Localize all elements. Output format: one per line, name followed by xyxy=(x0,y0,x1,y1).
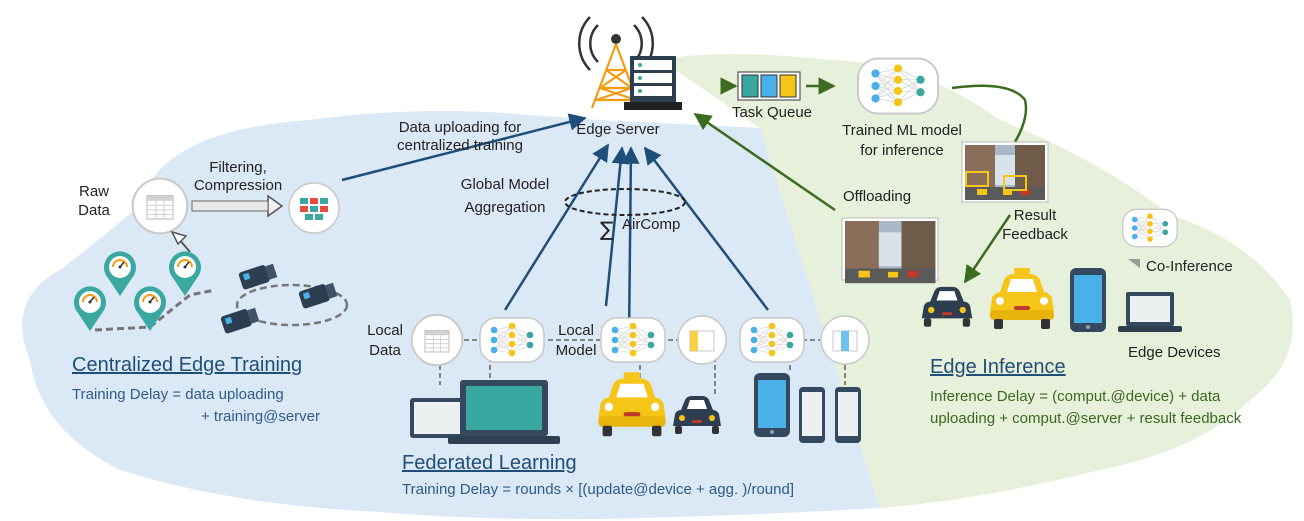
model-to-feedback-line xyxy=(951,84,1028,151)
local-data-label-1: Local xyxy=(367,322,403,339)
sum-symbol: ∑ xyxy=(600,217,614,241)
phone-icon xyxy=(754,373,790,437)
local-model-label-2: Model xyxy=(555,342,597,359)
street-scene-offload-icon xyxy=(845,221,936,284)
trained-model-label-1: Trained ML model xyxy=(842,122,962,139)
edge-server-label: Edge Server xyxy=(576,121,660,138)
result-feedback-label-2: Feedback xyxy=(1002,226,1068,243)
aggregation-ellipse xyxy=(564,188,686,216)
antenna-tower-icon xyxy=(577,16,655,109)
filtering-label-2: Compression xyxy=(193,177,283,194)
laptop-icon xyxy=(1118,292,1182,332)
inference-delay-2: uploading + comput.@server + result feed… xyxy=(930,410,1242,427)
edge-devices-label: Edge Devices xyxy=(1128,344,1221,361)
co-inference-nn-icon xyxy=(1122,208,1178,248)
local-data-icon xyxy=(677,315,727,365)
raw-data-label-2: Data xyxy=(78,202,110,219)
filtering-label-1: Filtering, xyxy=(209,159,267,176)
trained-model-nn-icon xyxy=(857,57,939,115)
local-model-nn-icon xyxy=(600,317,666,363)
centralized-title: Centralized Edge Training xyxy=(72,354,303,376)
tablet-icon xyxy=(410,398,466,438)
local-data-icon xyxy=(820,315,870,365)
result-feedback-label-1: Result xyxy=(1013,207,1057,224)
upload-arrows xyxy=(341,113,769,341)
inference-title: Edge Inference xyxy=(930,356,1066,378)
global-agg-label-2: Aggregation xyxy=(464,199,546,216)
compressed-data-icon xyxy=(288,182,340,234)
task-queue-icon xyxy=(720,71,836,101)
mini-tablet-icon xyxy=(835,387,861,443)
federated-title: Federated Learning xyxy=(402,452,577,474)
mini-tablet-icon xyxy=(799,387,825,443)
upload-label-2: centralized training xyxy=(397,137,523,154)
co-inference-label: Co-Inference xyxy=(1146,258,1233,275)
laptop-icon xyxy=(448,380,560,444)
local-model-label-1: Local xyxy=(558,322,594,339)
task-queue-label: Task Queue xyxy=(731,104,813,121)
offloading-arrow xyxy=(693,112,836,212)
phone-icon xyxy=(1070,268,1106,332)
aircomp-label: AirComp xyxy=(622,216,681,233)
local-model-nn-icon xyxy=(739,317,805,363)
inference-delay-1: Inference Delay = (comput.@device) + dat… xyxy=(930,388,1221,405)
local-data-icon xyxy=(410,313,464,367)
federated-delay: Training Delay = rounds × [(update@devic… xyxy=(402,481,794,498)
centralized-delay-2: + training@server xyxy=(200,408,320,425)
local-model-nn-icon xyxy=(479,317,545,363)
global-agg-label-1: Global Model xyxy=(460,176,550,193)
offloading-label: Offloading xyxy=(843,188,912,205)
server-rack-icon xyxy=(624,56,682,110)
co-inference-marker xyxy=(1128,259,1140,268)
federated-region xyxy=(22,111,880,520)
sensor-dashed-path xyxy=(94,288,216,332)
raw-data-label-1: Raw xyxy=(78,183,109,200)
local-data-label-2: Data xyxy=(369,342,401,359)
trained-model-label-2: for inference xyxy=(860,142,944,159)
centralized-delay-1: Training Delay = data uploading xyxy=(72,386,284,403)
result-feedback-arrow xyxy=(963,214,1012,284)
camera-dashed-loop xyxy=(235,283,349,327)
upload-label-1: Data uploading for xyxy=(398,119,522,136)
